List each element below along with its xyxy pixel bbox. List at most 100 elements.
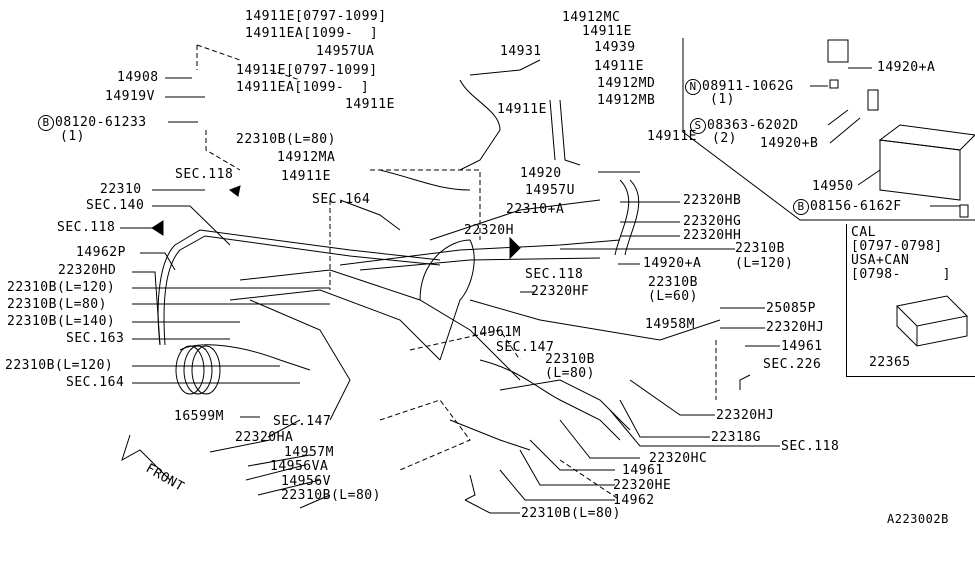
callout-14920: 14920 bbox=[520, 166, 562, 181]
callout-14920A-a: 14920+A bbox=[643, 256, 702, 271]
callout-L120: (L=120) bbox=[735, 256, 794, 271]
callout-L60: (L=60) bbox=[648, 289, 698, 304]
bolt-part-number: 08156-6162F bbox=[810, 199, 902, 214]
callout-14911EA-1099: 14911EA[1099- ] bbox=[245, 26, 379, 41]
callout-14911E-0797-1099-b: 14911E[0797-1099] bbox=[236, 63, 378, 78]
variant-inset-box: CAL [0797-0798] USA+CAN [0798- ] 22365 bbox=[846, 224, 975, 377]
leader-dashed bbox=[269, 69, 301, 81]
callout-22310B-L120-b: 22310B(L=120) bbox=[5, 358, 114, 373]
callout-14957U: 14957U bbox=[525, 183, 575, 198]
callout-14920A: 14920+A bbox=[877, 60, 936, 75]
callout-14911E-a: 14911E bbox=[582, 24, 632, 39]
callout-22320HC: 22320HC bbox=[649, 451, 708, 466]
inset-line-date-2: [0798- ] bbox=[851, 267, 951, 282]
screw-part-number: 08363-6202D bbox=[707, 118, 799, 133]
callout-22320HJ-a: 22320HJ bbox=[766, 320, 825, 335]
screw-s-icon: S bbox=[690, 118, 706, 134]
callout-14931: 14931 bbox=[500, 44, 542, 59]
callout-SEC118-d: SEC.118 bbox=[781, 439, 840, 454]
callout-nut-qty: (1) bbox=[710, 92, 735, 107]
callout-screw-qty: (2) bbox=[712, 131, 737, 146]
callout-14957UA: 14957UA bbox=[316, 44, 375, 59]
callout-SEC118-b: SEC.118 bbox=[57, 220, 116, 235]
callout-22310B-L120: 22310B(L=120) bbox=[7, 280, 116, 295]
callout-14956VA: 14956VA bbox=[270, 459, 329, 474]
map-sensor-icon bbox=[895, 295, 969, 347]
callout-14958M: 14958M bbox=[645, 317, 695, 332]
callout-22310B-L140: 22310B(L=140) bbox=[7, 314, 116, 329]
nut-n-icon: N bbox=[685, 79, 701, 95]
callout-22320HB: 22320HB bbox=[683, 193, 742, 208]
callout-SEC164-top: SEC.164 bbox=[312, 192, 371, 207]
callout-22320HD: 22320HD bbox=[58, 263, 117, 278]
callout-22320HE: 22320HE bbox=[613, 478, 672, 493]
leader-dashed bbox=[205, 130, 241, 171]
callout-SEC147-b: SEC.147 bbox=[273, 414, 332, 429]
callout-14908: 14908 bbox=[117, 70, 159, 85]
callout-22310B-L80: 22310B(L=80) bbox=[7, 297, 107, 312]
callout-L80: (L=80) bbox=[545, 366, 595, 381]
callout-22310B-b: 22310B bbox=[648, 275, 698, 290]
callout-22320HH: 22320HH bbox=[683, 228, 742, 243]
callout-14961-b: 14961 bbox=[622, 463, 664, 478]
callout-qty: (1) bbox=[60, 129, 85, 144]
callout-14911E-0797-1099: 14911E[0797-1099] bbox=[245, 9, 387, 24]
bolt-b-icon: B bbox=[38, 115, 54, 131]
callout-22320HF: 22320HF bbox=[531, 284, 590, 299]
nut-part-number: 08911-1062G bbox=[702, 79, 794, 94]
callout-16599M: 16599M bbox=[174, 409, 224, 424]
inset-line-cal: CAL bbox=[851, 225, 876, 240]
callout-25085P: 25085P bbox=[766, 301, 816, 316]
callout-22310B-L80-top: 22310B(L=80) bbox=[236, 132, 336, 147]
bolt-b-icon: B bbox=[793, 199, 809, 215]
callout-14911E-e: 14911E bbox=[281, 169, 331, 184]
bolt-part-number: 08120-61233 bbox=[55, 115, 147, 130]
callout-14912MC: 14912MC bbox=[562, 10, 621, 25]
canister-group-divider bbox=[682, 38, 975, 221]
diagram-reference-code: A223002B bbox=[887, 512, 949, 526]
callout-14957M: 14957M bbox=[284, 445, 334, 460]
callout-SEC164: SEC.164 bbox=[66, 375, 125, 390]
callout-22310B-L80-bot: 22310B(L=80) bbox=[281, 488, 381, 503]
inset-line-usa-can: USA+CAN bbox=[851, 253, 910, 268]
callout-22318G: 22318G bbox=[711, 430, 761, 445]
callout-14911E-d: 14911E bbox=[647, 129, 697, 144]
callout-22310B-L80-last: 22310B(L=80) bbox=[521, 506, 621, 521]
callout-14939: 14939 bbox=[594, 40, 636, 55]
inset-line-date-1: [0797-0798] bbox=[851, 239, 943, 254]
callout-22310B-a: 22310B bbox=[735, 241, 785, 256]
callout-14961-a: 14961 bbox=[781, 339, 823, 354]
callout-14911E-c: 14911E bbox=[497, 102, 547, 117]
callout-14961M: 14961M bbox=[471, 325, 521, 340]
callout-14920B: 14920+B bbox=[760, 136, 819, 151]
callout-14912MB: 14912MB bbox=[597, 93, 656, 108]
callout-22310B-c: 22310B bbox=[545, 352, 595, 367]
callout-14919V: 14919V bbox=[105, 89, 155, 104]
callout-SEC118-c: SEC.118 bbox=[525, 267, 584, 282]
callout-14911EA-1099-b: 14911EA[1099- ] bbox=[236, 80, 370, 95]
callout-14912MA: 14912MA bbox=[277, 150, 336, 165]
callout-14912MD: 14912MD bbox=[597, 76, 656, 91]
callout-22320HJ-b: 22320HJ bbox=[716, 408, 775, 423]
callout-22320H: 22320H bbox=[464, 223, 514, 238]
callout-14962: 14962 bbox=[613, 493, 655, 508]
callout-22320HG: 22320HG bbox=[683, 214, 742, 229]
callout-22310: 22310 bbox=[100, 182, 142, 197]
callout-14956V: 14956V bbox=[281, 474, 331, 489]
callout-SEC163: SEC.163 bbox=[66, 331, 125, 346]
callout-SEC118-a: SEC.118 bbox=[175, 167, 234, 182]
callout-SEC147-a: SEC.147 bbox=[496, 340, 555, 355]
callout-SEC226: SEC.226 bbox=[763, 357, 822, 372]
callout-SEC140: SEC.140 bbox=[86, 198, 145, 213]
callout-22365: 22365 bbox=[869, 355, 911, 370]
callout-14950: 14950 bbox=[812, 179, 854, 194]
leader-dashed bbox=[196, 44, 241, 61]
callout-14962P: 14962P bbox=[76, 245, 126, 260]
callout-14911E-b: 14911E bbox=[594, 59, 644, 74]
